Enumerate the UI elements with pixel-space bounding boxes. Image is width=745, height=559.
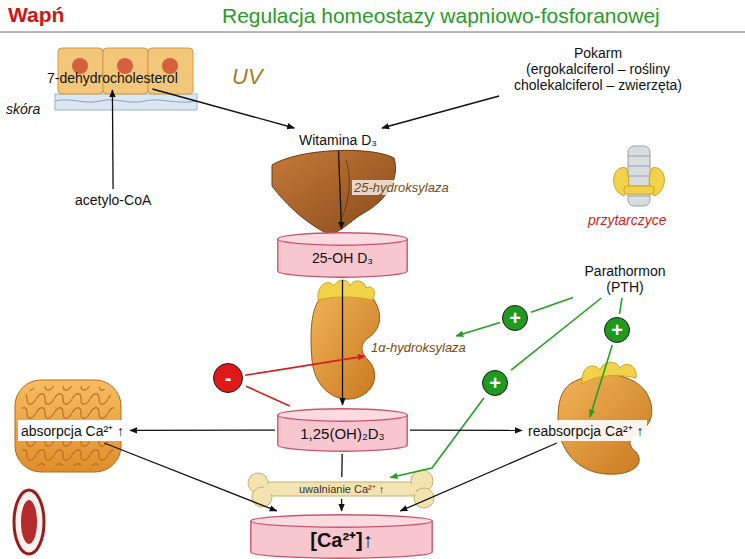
sign-symbol: + (489, 373, 501, 393)
node-text: reabsorpcja Ca²⁺ ↑ (528, 421, 644, 440)
effect-text: uwalnianie Ca²⁺ ↑ (296, 480, 387, 497)
section-heading: Wapń (8, 3, 64, 27)
parathyroid-icon-part (628, 146, 650, 206)
hormone-text: Parathormon (PTH) (575, 262, 675, 296)
node-text: 1,25(OH)₂D₃ (300, 419, 384, 442)
vitamin-text: Witamina D₃ (296, 131, 380, 149)
stimulation-arrow (590, 345, 612, 417)
precursor-text: 7-dehydrocholesterol (44, 69, 181, 87)
node-text: 25-OH D₃ (312, 244, 373, 266)
university-logo-part (21, 500, 37, 544)
flow-arrow (341, 499, 342, 511)
calcium-cylinder: [Ca²⁺]↑ (250, 514, 433, 559)
flow-arrow (104, 443, 277, 511)
edge-label: UV (232, 64, 263, 90)
node-text: uwalnianie Ca²⁺ ↑ (299, 481, 384, 496)
precursor-text: acetylo-CoA (72, 191, 154, 209)
university-logo (14, 490, 44, 554)
parathyroid-icon-part (624, 186, 654, 194)
stimulation-sign: + (482, 370, 508, 396)
flow-arrow (152, 89, 294, 128)
stimulation-sign: + (502, 305, 528, 331)
header-rule (0, 31, 745, 33)
cylinder-top (251, 515, 432, 527)
kidney-right (558, 362, 652, 474)
skin-cells-part (55, 100, 197, 102)
node-text: (ergokalciferol – rośliny cholekalcifero… (495, 61, 701, 93)
flow-arrow (410, 429, 522, 431)
flow-arrow (400, 443, 557, 511)
inhibition-arrow (245, 356, 365, 375)
node-text: absorpcja Ca²⁺ ↑ (21, 421, 124, 440)
organ-label: przytarczyce (588, 212, 667, 228)
cylinder-top (278, 233, 407, 245)
cylinder-top (278, 409, 407, 421)
stimulation-sign: + (604, 317, 630, 343)
metabolite-cylinder: 1,25(OH)₂D₃ (277, 408, 408, 452)
tissue-label: skóra (6, 101, 40, 117)
stimulation-arrow (620, 298, 623, 314)
kidney-right-part (582, 362, 636, 384)
node-text: 1α-hydroksylaza (371, 340, 466, 355)
stimulation-arrow (531, 297, 573, 312)
enzyme-text: 1α-hydroksylaza (368, 339, 469, 356)
sign-symbol: + (611, 320, 623, 340)
node-text: Witamina D₃ (299, 132, 377, 148)
flow-arrow (339, 151, 342, 229)
flow-arrow (112, 90, 114, 189)
node-text: 7-dehydrocholesterol (47, 70, 178, 86)
node-text: [Ca²⁺]↑ (310, 520, 373, 553)
metabolite-cylinder: 25-OH D₃ (277, 232, 408, 278)
kidney-center-part (318, 280, 374, 300)
inhibition-arrow (246, 386, 290, 406)
inhibition-sign: - (213, 363, 243, 393)
node-text: Pokarm (495, 45, 701, 61)
sign-symbol: + (509, 308, 521, 328)
university-logo-part (14, 490, 44, 554)
flow-arrow (130, 429, 275, 431)
effect-text: absorpcja Ca²⁺ ↑ (18, 420, 127, 441)
diagram-title: Regulacja homeostazy wapniowo-fosforanow… (222, 4, 660, 28)
flow-arrow (341, 454, 343, 477)
header-rule-part (0, 31, 745, 33)
flow-arrow (342, 280, 343, 405)
flow-arrow (382, 96, 499, 128)
food-source: Pokarm(ergokalciferol – rośliny cholekal… (492, 44, 704, 94)
sign-symbol: - (225, 368, 232, 388)
enzyme-label: 25-hydroksylaza (352, 180, 451, 195)
stimulation-arrow (456, 323, 500, 336)
parathyroid-icon (614, 146, 665, 206)
node-text: acetylo-CoA (75, 192, 151, 208)
effect-text: reabsorpcja Ca²⁺ ↑ (525, 420, 647, 441)
node-text: Parathormon (PTH) (578, 263, 672, 295)
skin-cells-part (55, 94, 197, 110)
